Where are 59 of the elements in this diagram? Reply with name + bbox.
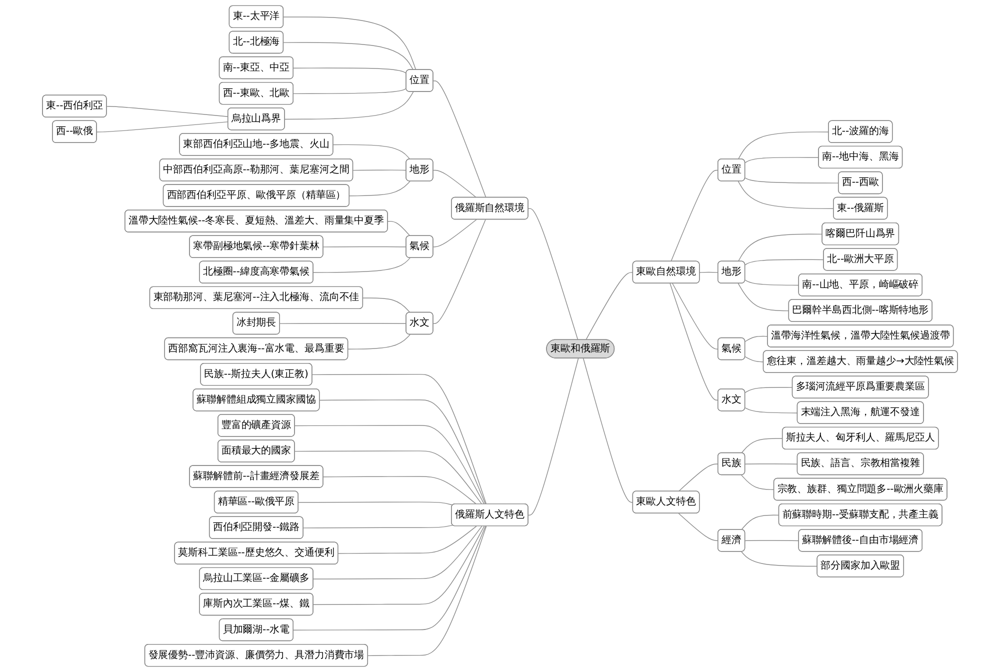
connector: [744, 280, 800, 286]
connector: [528, 208, 578, 340]
connector: [322, 476, 477, 505]
connector: [293, 526, 486, 630]
connector: [741, 551, 818, 567]
connector: [432, 80, 486, 198]
connector: [362, 298, 410, 313]
connector: [432, 219, 486, 324]
connector: [670, 283, 719, 401]
connector: [744, 540, 800, 542]
connector: [106, 106, 229, 117]
connector: [368, 526, 487, 656]
connector: [283, 16, 416, 70]
connector: [312, 374, 487, 505]
connector: [744, 259, 824, 266]
connector: [293, 68, 407, 74]
connector: [744, 336, 768, 342]
connector: [741, 474, 774, 490]
connector: [388, 220, 410, 236]
connector: [672, 283, 719, 350]
connector: [582, 358, 634, 503]
connector: [432, 170, 477, 198]
connector: [338, 526, 477, 554]
connector: [744, 178, 840, 184]
connector: [744, 407, 798, 414]
connector: [738, 132, 830, 160]
connector: [313, 526, 482, 580]
connector: [280, 323, 407, 324]
connector: [294, 450, 482, 505]
connector: [293, 88, 407, 94]
connector: [319, 400, 486, 505]
connector: [699, 272, 719, 273]
connector: [528, 358, 579, 516]
connector: [744, 356, 764, 362]
connector: [586, 272, 634, 340]
connector: [332, 144, 410, 160]
connector: [313, 526, 485, 605]
connector: [741, 438, 784, 454]
connector: [284, 92, 414, 120]
connector: [432, 219, 477, 248]
connector: [741, 514, 780, 530]
connector: [322, 246, 407, 248]
connector: [313, 258, 410, 273]
connector: [349, 180, 410, 196]
connector: [678, 464, 719, 492]
connector: [738, 180, 834, 209]
connector: [678, 513, 719, 542]
connector: [283, 42, 414, 70]
connector: [744, 387, 793, 393]
connector: [352, 170, 407, 171]
connector: [298, 502, 454, 506]
connector: [348, 334, 410, 350]
connector: [670, 170, 719, 262]
connector: [738, 283, 790, 312]
connector: [738, 234, 823, 262]
connector: [294, 425, 485, 505]
connector: [744, 157, 820, 164]
connector: [96, 121, 229, 132]
connector: [303, 524, 454, 528]
